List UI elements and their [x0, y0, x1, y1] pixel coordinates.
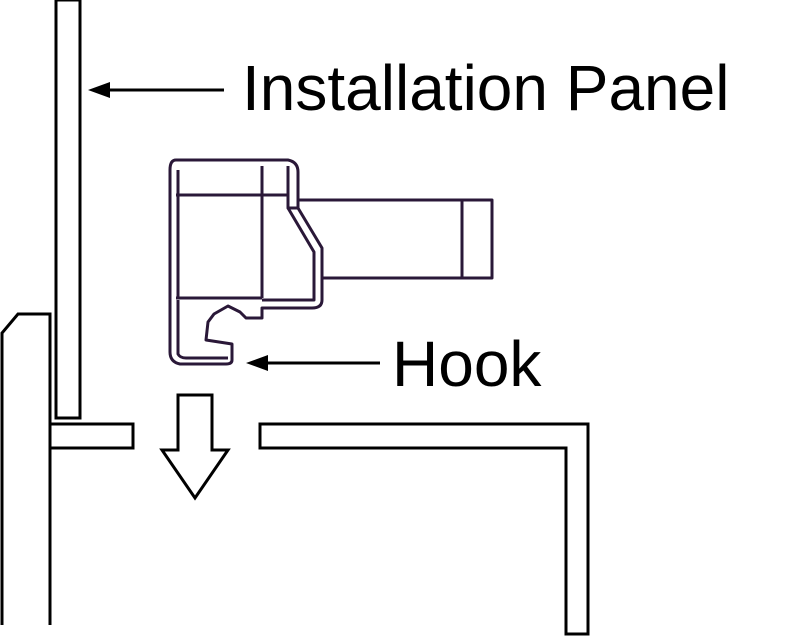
hook-part [168, 158, 494, 366]
left-wall [0, 312, 52, 625]
hook-part-chamfer [262, 207, 316, 302]
hook-part-inner-top [176, 166, 298, 298]
base-frame-left [50, 422, 135, 450]
hook-part-inner-bottom [176, 296, 262, 360]
hook-part-plug [298, 198, 494, 280]
hook-part-body [168, 158, 324, 366]
installation-panel [54, 0, 82, 420]
hook-leader [246, 355, 380, 371]
installation-panel-leader [88, 82, 224, 98]
installation-panel-label: Installation Panel [242, 52, 729, 124]
base-frame-right [258, 422, 590, 636]
hook-label: Hook [392, 328, 542, 400]
down-arrow [159, 393, 231, 501]
